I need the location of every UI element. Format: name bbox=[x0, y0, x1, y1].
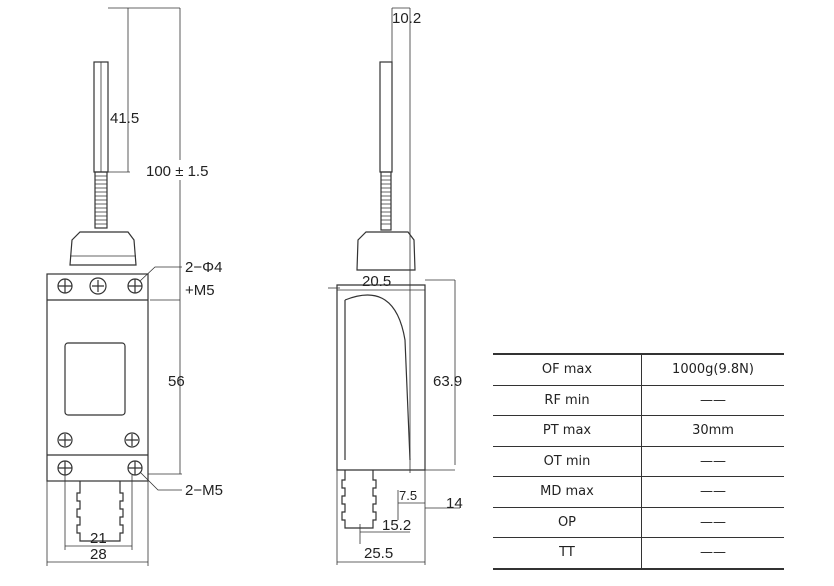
table-row: OT min—— bbox=[493, 446, 784, 477]
spring bbox=[94, 171, 108, 229]
table-row: OP—— bbox=[493, 507, 784, 538]
param-cell: MD max bbox=[493, 476, 642, 508]
label-top-thread: +M5 bbox=[185, 282, 215, 299]
side-head bbox=[356, 231, 416, 271]
label-top-holes: 2−Φ4 bbox=[185, 259, 222, 276]
dim-total-height: 100 ± 1.5 bbox=[146, 163, 208, 180]
value-cell: 1000g(9.8N) bbox=[641, 353, 784, 386]
param-cell: OT min bbox=[493, 446, 642, 477]
side-actuator-rod bbox=[379, 61, 393, 173]
dim-actuator-rod: 41.5 bbox=[110, 110, 139, 127]
param-cell: OF max bbox=[493, 353, 642, 386]
mount-hole-icons bbox=[57, 277, 143, 476]
table-row: MD max—— bbox=[493, 476, 784, 508]
dim-base-height: 14 bbox=[446, 495, 463, 512]
table-row: TT—— bbox=[493, 537, 784, 570]
label-bottom-holes: 2−M5 bbox=[185, 482, 223, 499]
value-cell: —— bbox=[641, 385, 784, 416]
table-row: RF min—— bbox=[493, 385, 784, 416]
param-cell: PT max bbox=[493, 415, 642, 447]
dim-body-height: 56 bbox=[168, 373, 185, 390]
value-cell: 30mm bbox=[641, 415, 784, 447]
front-view: 41.5 100 ± 1.5 2−Φ4 +M5 56 2−M5 21 28 bbox=[46, 7, 223, 566]
value-cell: —— bbox=[641, 507, 784, 538]
side-boot bbox=[341, 470, 377, 529]
dim-hole-pitch: 21 bbox=[90, 530, 107, 547]
side-spring bbox=[380, 171, 392, 231]
side-curve bbox=[344, 294, 411, 461]
boot bbox=[76, 481, 124, 542]
dim-boot-offset: 15.2 bbox=[382, 517, 411, 534]
dim-body-width: 28 bbox=[90, 546, 107, 563]
side-body bbox=[336, 284, 426, 471]
cover-window bbox=[64, 342, 126, 416]
dim-small-offset: 7.5 bbox=[399, 488, 417, 503]
param-cell: TT bbox=[493, 537, 642, 570]
value-cell: —— bbox=[641, 537, 784, 570]
side-view: 10.2 20.5 63.9 14 7.5 15.2 25.5 bbox=[328, 7, 463, 565]
dim-head-depth: 20.5 bbox=[362, 273, 391, 290]
dim-rod-offset: 10.2 bbox=[392, 10, 421, 27]
actuator-head bbox=[69, 231, 137, 266]
value-cell: —— bbox=[641, 476, 784, 508]
dim-total-depth: 25.5 bbox=[364, 545, 393, 562]
param-cell: RF min bbox=[493, 385, 642, 416]
dim-side-body-height: 63.9 bbox=[433, 373, 462, 390]
value-cell: —— bbox=[641, 446, 784, 477]
switch-body bbox=[46, 273, 149, 482]
param-cell: OP bbox=[493, 507, 642, 538]
